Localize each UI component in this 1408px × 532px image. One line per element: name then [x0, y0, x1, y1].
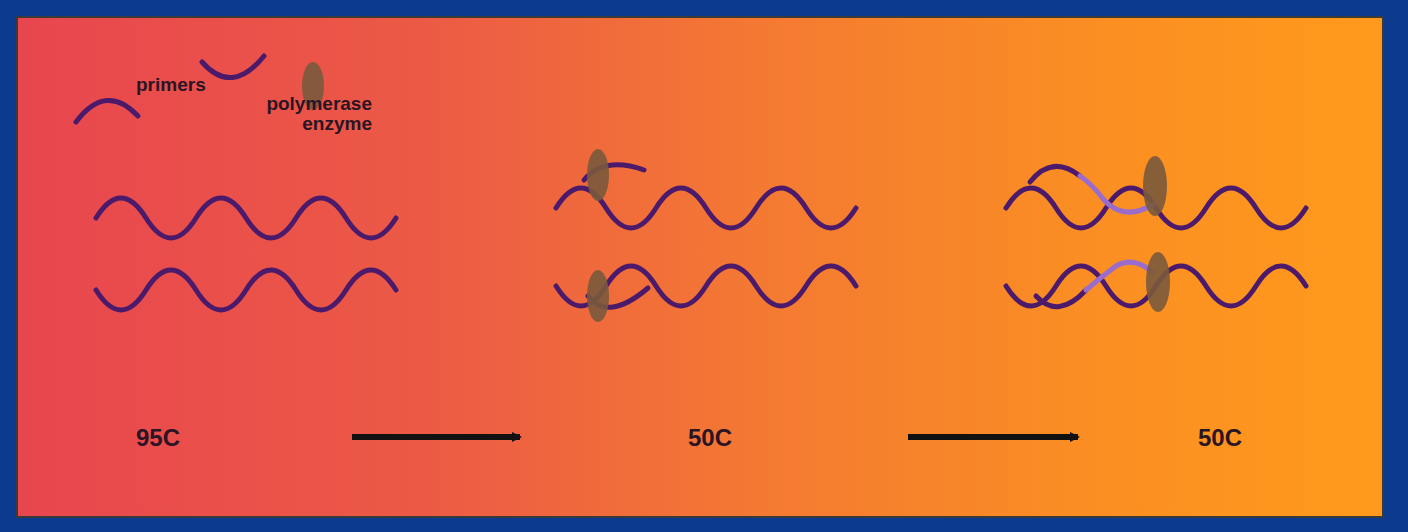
new-strand [1086, 262, 1152, 290]
primer [76, 100, 138, 122]
polymerase-enzyme [587, 149, 609, 201]
polymerase-enzyme [1146, 252, 1170, 312]
primer [202, 56, 264, 78]
primer [1030, 166, 1080, 182]
dna-strand [96, 198, 396, 238]
step-arrow [352, 434, 520, 440]
temperature-label: 95C [136, 424, 180, 452]
primer [1036, 290, 1086, 307]
dna-strand [96, 270, 396, 310]
new-strand [1080, 176, 1154, 212]
step-arrow [908, 434, 1078, 440]
primers-label: primers [136, 74, 206, 96]
polymerase-enzyme [587, 270, 609, 322]
polymerase-enzyme [1143, 156, 1167, 216]
enzyme-label: polymerase enzyme [262, 94, 372, 134]
temperature-label: 50C [1198, 424, 1242, 452]
temperature-label: 50C [688, 424, 732, 452]
